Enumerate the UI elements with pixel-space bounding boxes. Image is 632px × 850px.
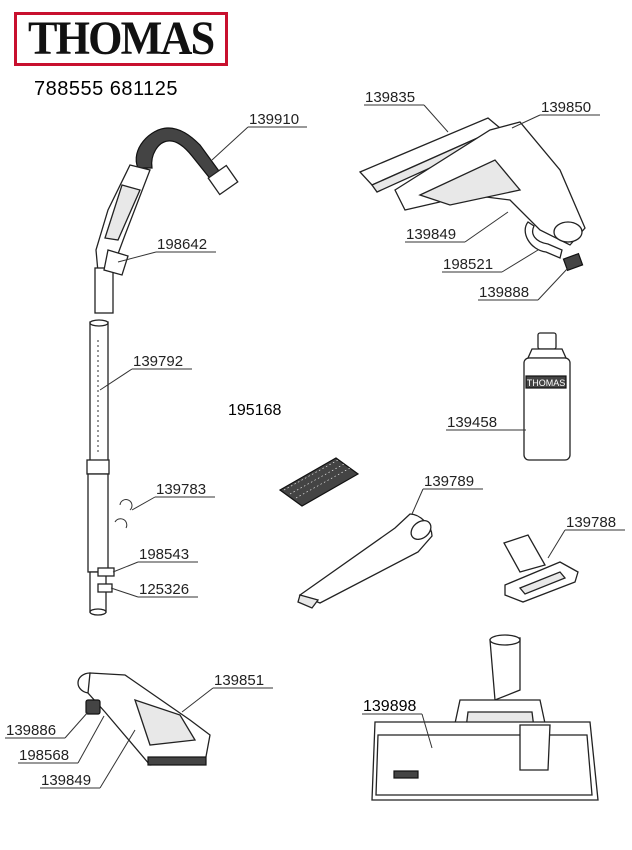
label-198642: 198642 <box>157 236 207 253</box>
floor-nozzle <box>371 634 599 801</box>
label-198543: 198543 <box>139 546 189 563</box>
label-198568: 198568 <box>19 747 69 764</box>
window-nozzle <box>358 117 586 272</box>
label-195168: 195168 <box>228 402 281 419</box>
label-139886: 139886 <box>6 722 56 739</box>
upholstery-nozzle <box>503 534 579 603</box>
label-139458: 139458 <box>447 414 497 431</box>
label-139792: 139792 <box>133 353 183 370</box>
label-139788: 139788 <box>566 514 616 531</box>
label-139849-bottom: 139849 <box>41 772 91 789</box>
label-139849-top: 139849 <box>406 226 456 243</box>
spray-nozzle <box>77 672 211 766</box>
telescopic-tube <box>86 319 133 616</box>
part-labels: 139910 198642 139792 139783 198543 12532… <box>6 89 616 789</box>
brand-logo: THOMAS <box>14 12 228 66</box>
model-numbers: 788555 681125 <box>34 78 179 100</box>
bottle-label: THOMAS <box>527 378 566 388</box>
label-139910: 139910 <box>249 111 299 128</box>
crevice-tool <box>297 513 433 609</box>
label-139850: 139850 <box>541 99 591 116</box>
filter-pad <box>278 457 360 507</box>
label-125326: 125326 <box>139 581 189 598</box>
label-139789: 139789 <box>424 473 474 490</box>
label-139851: 139851 <box>214 672 264 689</box>
label-139898: 139898 <box>363 698 416 715</box>
detergent-bottle: THOMAS <box>523 332 571 461</box>
label-198521: 198521 <box>443 256 493 273</box>
leader-lines <box>5 104 625 789</box>
label-139888: 139888 <box>479 284 529 301</box>
hose-handle-assembly <box>94 127 239 314</box>
label-139835: 139835 <box>365 89 415 106</box>
brand-logo-text: THOMAS <box>28 12 215 65</box>
label-139783: 139783 <box>156 481 206 498</box>
